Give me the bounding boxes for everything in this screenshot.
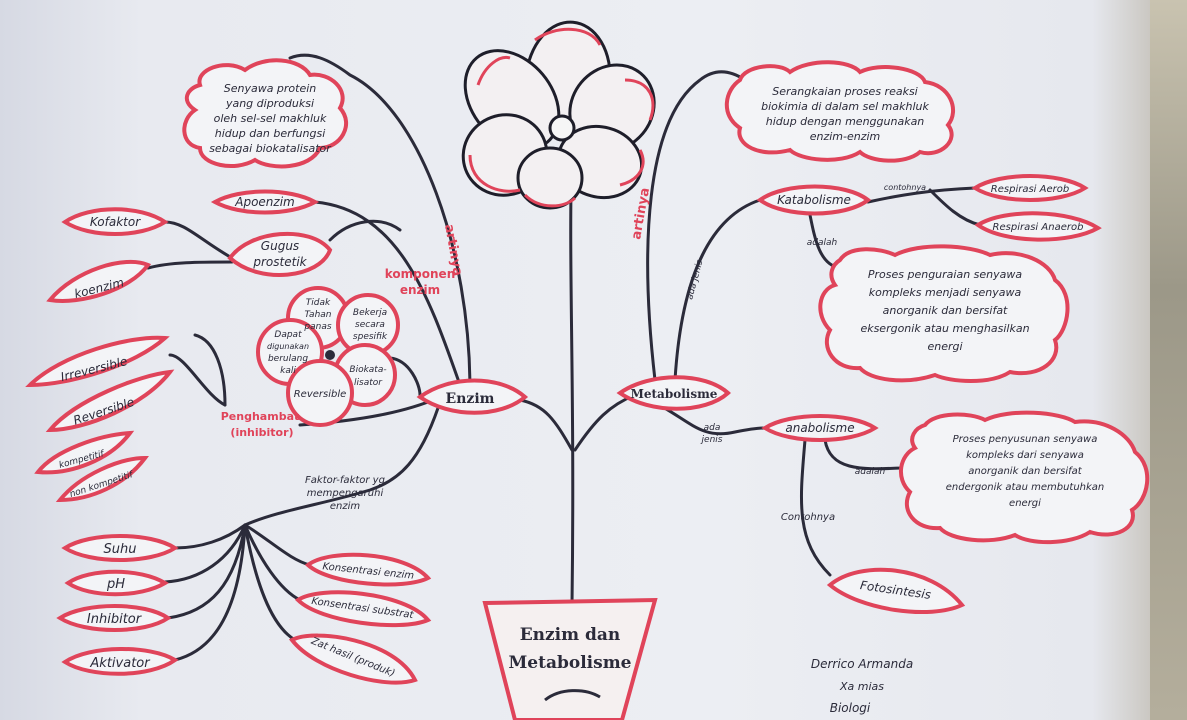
apoenzim-leaf[interactable]: [210, 189, 320, 215]
sifat-tidak-2: Tahan: [305, 310, 332, 320]
suhu-text: Suhu: [104, 542, 137, 557]
ana-def-4: endergonik atau membutuhkan: [946, 482, 1105, 493]
reversible-leaf[interactable]: [45, 369, 175, 433]
irreversible-leaf[interactable]: [25, 335, 170, 388]
sifat-tidak-3: panas: [303, 322, 331, 332]
sifat-biokat-1: Biokata-: [349, 365, 386, 375]
ana-def-1: Proses penyusunan senyawa: [953, 434, 1098, 445]
penghambat-text-2: (inhibitor): [230, 426, 293, 439]
enzim-def-line4: hidup dan berfungsi: [215, 127, 326, 140]
gugus-text-2: prostetik: [252, 255, 307, 269]
komponen-label-2: enzim: [400, 283, 440, 297]
sifat-tidak-1: Tidak: [306, 298, 331, 308]
apoenzim-text: Apoenzim: [234, 195, 294, 209]
inhibitor-text: Inhibitor: [87, 612, 143, 627]
konsentrasi-enzim-leaf[interactable]: [304, 552, 432, 587]
enzim-def-line1: Senyawa protein: [224, 82, 317, 95]
anabolisme-text: anabolisme: [785, 421, 854, 435]
sifat-dapat-4: kali: [280, 366, 296, 376]
ana-def-3: anorganik dan bersifat: [968, 466, 1082, 477]
sifat-bekerja-3: spesifik: [353, 332, 388, 342]
enzim-def-line2: yang diproduksi: [225, 97, 314, 110]
aktivator-text: Aktivator: [89, 656, 151, 671]
penghambat-text-1: Penghambat: [221, 410, 300, 423]
kat-def-4: eksergonik atau menghasilkan: [860, 322, 1029, 335]
ana-def-5: energi: [1009, 498, 1041, 509]
koenzim-leaf[interactable]: [46, 259, 152, 303]
meta-def-line1: Serangkaian proses reaksi: [772, 85, 918, 98]
metabolisme-node[interactable]: [616, 375, 731, 411]
meta-def-line2: biokimia di dalam sel makhluk: [761, 100, 929, 113]
kat-def-1: Proses penguraian senyawa: [868, 268, 1023, 281]
author-class: Xa mias: [839, 680, 884, 693]
sifat-center-dot: [325, 350, 335, 360]
komponen-label-1: komponen: [385, 267, 455, 281]
inhibitor-leaf[interactable]: [56, 604, 172, 632]
center-title-line2: Metabolisme: [508, 653, 631, 673]
kat-def-2: kompleks menjadi senyawa: [869, 286, 1022, 299]
enzim-def-line3: oleh sel-sel makhluk: [214, 112, 327, 125]
sifat-reversible: [286, 359, 354, 427]
katabolisme-text: Katabolisme: [777, 193, 851, 207]
enzim-node[interactable]: [416, 378, 529, 415]
pot-icon: [482, 597, 658, 720]
contohnya-ana: Contohnya: [781, 512, 835, 523]
sifat-dapat-3: berulang: [268, 354, 308, 364]
konsentrasi-substrat-leaf[interactable]: [294, 590, 432, 628]
anabolisme-definition-cloud: [899, 410, 1150, 545]
respirasi-aerob-text: Respirasi Aerob: [991, 184, 1069, 195]
sifat-reversible-text: Reversible: [294, 389, 347, 400]
ada-jenis-bottom-2: jenis: [700, 435, 723, 445]
suhu-leaf[interactable]: [61, 534, 179, 562]
sifat-dapat-1: Dapat: [274, 330, 302, 340]
ada-jenis-top: ada jenis: [685, 259, 705, 301]
kofaktor-text: Kofaktor: [90, 215, 141, 229]
sifat-bekerja-2: secara: [355, 320, 385, 330]
kat-def-3: anorganik dan bersifat: [883, 304, 1008, 317]
sifat-bekerja-1: Bekerja: [353, 308, 387, 318]
metabolisme-definition-cloud: [724, 60, 955, 163]
enzim-def-line5: sebagai biokatalisator: [209, 142, 332, 155]
sifat-dapat-2: digunakan: [267, 342, 309, 351]
center-title-line1: Enzim dan: [520, 625, 621, 645]
meta-def-line3: hidup dengan menggunakan: [766, 115, 925, 128]
fotosintesis-leaf[interactable]: [826, 567, 966, 615]
ada-jenis-bottom-1: ada: [704, 423, 721, 433]
katabolisme-definition-cloud: [818, 244, 1070, 383]
gugus-prostetik-leaf[interactable]: [227, 231, 333, 277]
adalah-ana: adalah: [855, 467, 886, 477]
respirasi-anaerob-text: Respirasi Anaerob: [993, 222, 1084, 233]
ph-text: pH: [106, 577, 125, 592]
enzim-definition-cloud: [182, 58, 348, 169]
kat-def-5: energi: [927, 340, 962, 353]
contohnya-kat: contohnya: [884, 183, 926, 192]
meta-def-line4: enzim-enzim: [810, 130, 881, 143]
enzim-node-label: Enzim: [446, 391, 495, 407]
ana-def-2: kompleks dari senyawa: [966, 450, 1084, 461]
zat-hasil-leaf[interactable]: [288, 633, 418, 685]
aktivator-leaf[interactable]: [61, 647, 179, 676]
nonkompetitif-leaf[interactable]: [55, 455, 149, 503]
kofaktor-leaf[interactable]: [61, 207, 169, 236]
anabolisme-leaf[interactable]: [761, 414, 879, 442]
table-edge: [1150, 0, 1187, 720]
faktor-text-3: enzim: [330, 501, 361, 512]
kompetitif-leaf[interactable]: [34, 430, 135, 475]
respirasi-aerob-leaf[interactable]: [971, 174, 1089, 202]
author-subject: Biologi: [830, 701, 871, 715]
gugus-text-1: Gugus: [261, 239, 299, 253]
faktor-text-1: Faktor-faktor yg: [305, 475, 385, 486]
ph-leaf[interactable]: [64, 569, 169, 597]
faktor-text-2: mempengaruhi: [307, 488, 384, 499]
katabolisme-leaf[interactable]: [756, 184, 872, 216]
metabolisme-node-label: Metabolisme: [631, 387, 718, 401]
connector-lines: [146, 53, 982, 662]
adalah-kat: adalah: [807, 238, 838, 248]
respirasi-anaerob-leaf[interactable]: [974, 211, 1102, 242]
flower-icon: [461, 20, 656, 210]
sifat-biokat-2: lisator: [354, 378, 383, 388]
author-name: Derrico Armanda: [811, 657, 913, 671]
